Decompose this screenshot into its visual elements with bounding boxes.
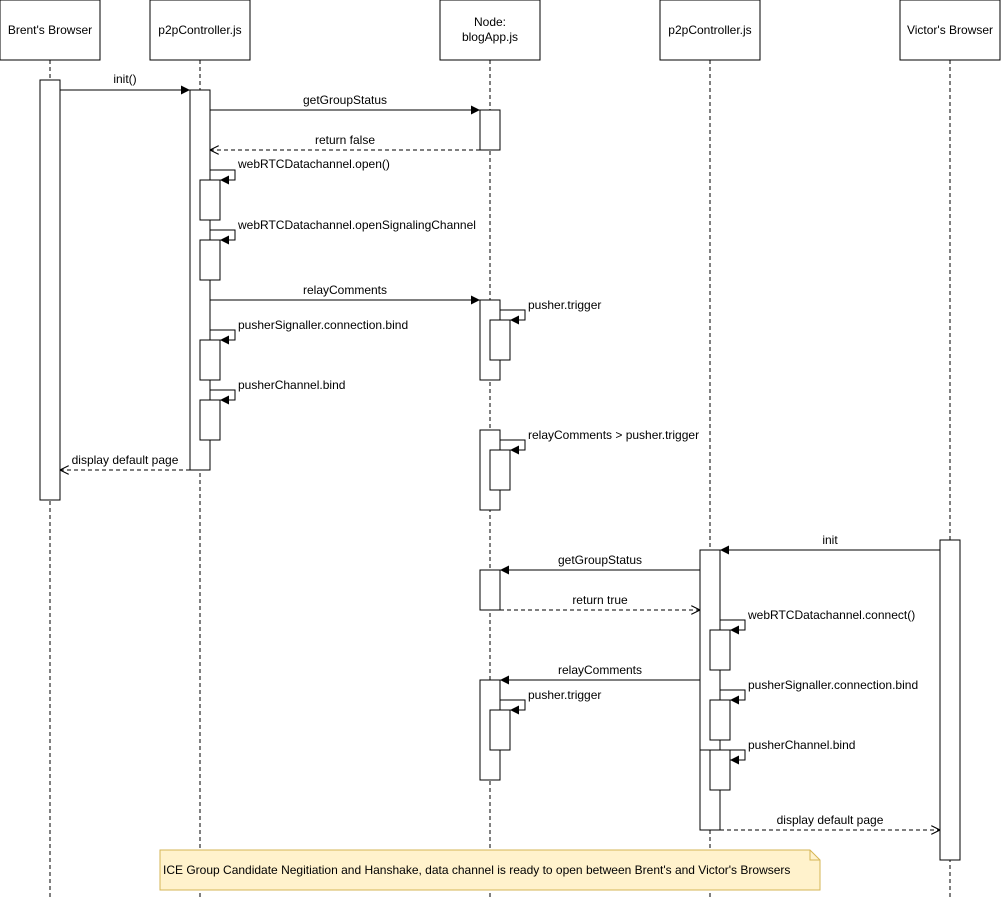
participant-label: Brent's Browser [8,23,92,37]
msg-pusherchannel-2: pusherChannel.bind [748,738,855,752]
note: ICE Group Candidate Negitiation and Hans… [159,849,821,891]
activation-p2p1-open [199,179,221,221]
arrow-self-open [210,169,236,185]
msg-display-default-2: display default page [777,813,884,827]
activation-p2p1-pusherchannel [199,399,221,441]
activation-p2p2-pushersignaller [709,699,731,741]
activation-p2p2-pusherchannel [709,749,731,791]
activation-node-getgroupstatus2 [479,569,501,611]
arrow-self-pushersignaller [210,329,236,345]
message-lines [60,85,940,830]
arrow-self-pusherchannel [210,389,236,405]
msg-init-victor: init [822,533,838,547]
participant-node-blogapp: Node: blogApp.js [439,0,541,61]
activation-p2p1-pushersignaller [199,339,221,381]
msg-webrtc-connect: webRTCDatachannel.connect() [747,608,915,622]
activation-node-pushertrigger [489,319,511,361]
msg-webrtc-open: webRTCDatachannel.open() [237,157,390,171]
msg-getgroupstatus: getGroupStatus [303,93,387,107]
arrow-self-pusherchannel-2 [700,749,746,765]
activation-node-getgroupstatus [479,109,501,151]
participant-p2pcontroller-2: p2pController.js [659,0,761,61]
msg-webrtc-signaling: webRTCDatachannel.openSignalingChannel [237,218,476,232]
msg-pushersignaller: pusherSignaller.connection.bind [238,318,408,332]
msg-return-true: return true [572,593,628,607]
msg-relaycomments: relayComments [303,283,387,297]
participant-label-line1: Node: [474,15,506,29]
activations [39,79,961,861]
arrow-self-pushertrigger-2 [500,699,526,715]
msg-display-default-1: display default page [72,453,179,467]
participant-victors-browser: Victor's Browser [899,0,1001,61]
msg-return-false: return false [315,133,375,147]
arrow-self-pushersignaller-2 [720,689,746,705]
activation-node-pushertrigger3 [489,709,511,751]
participant-p2pcontroller-1: p2pController.js [149,0,251,61]
msg-pushersignaller-2: pusherSignaller.connection.bind [748,678,918,692]
participant-label: p2pController.js [158,23,241,37]
msg-pusher-trigger-2: pusher.trigger [528,688,601,702]
msg-pusherchannel: pusherChannel.bind [238,378,345,392]
note-text: ICE Group Candidate Negitiation and Hans… [163,863,790,877]
activation-p2p2-connect [709,629,731,671]
participant-brents-browser: Brent's Browser [0,0,101,61]
participant-label: Victor's Browser [907,23,993,37]
participant-label-line2: blogApp.js [462,30,518,44]
arrow-self-connect [720,619,746,635]
activation-brent [39,79,61,501]
arrow-self-pushertrigger [500,309,526,325]
arrow-self-signaling [210,229,236,245]
activation-victor [939,539,961,861]
msg-relaycomments-2: relayComments [558,663,642,677]
message-labels: init() getGroupStatus return false webRT… [72,72,919,827]
msg-pusher-trigger: pusher.trigger [528,298,601,312]
msg-init: init() [113,72,136,86]
arrow-self-relay-pushertrigger [500,439,526,455]
msg-relay-pusher-trigger: relayComments > pusher.trigger [528,428,699,442]
activation-node-pushertrigger2 [489,449,511,491]
msg-getgroupstatus-2: getGroupStatus [558,553,642,567]
activation-p2p1-signal [199,239,221,281]
participant-label: p2pController.js [668,23,751,37]
